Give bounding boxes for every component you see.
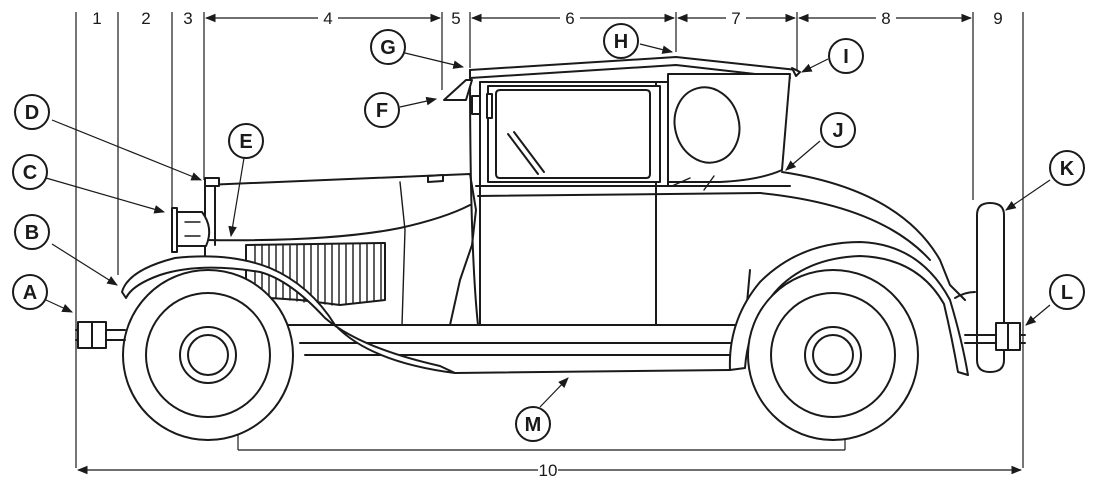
svg-text:B: B (25, 222, 39, 244)
radiator-cap (171, 207, 178, 253)
dimension-arrows (76, 13, 1023, 475)
callout-H: H (603, 23, 639, 59)
extension-lines (75, 12, 1024, 468)
rear-bumper (954, 202, 1026, 373)
svg-text:E: E (239, 131, 252, 153)
svg-text:L: L (1061, 282, 1073, 304)
dim-label-7: 7 (731, 9, 740, 28)
dim-label-6: 6 (565, 9, 574, 28)
cabin (469, 69, 479, 326)
callout-F: F (364, 92, 400, 128)
front-fender (121, 255, 456, 374)
svg-text:G: G (380, 37, 396, 59)
callouts: A B C D E F G H I J K L M (12, 23, 1085, 442)
callout-J: J (820, 112, 856, 148)
svg-text:F: F (376, 100, 388, 122)
svg-text:A: A (23, 282, 37, 304)
callout-K: K (1049, 150, 1085, 186)
dim-label-8: 8 (881, 9, 890, 28)
callout-B: B (14, 214, 50, 250)
rear-window (673, 86, 741, 164)
front-bumper (75, 321, 126, 349)
callout-G: G (370, 29, 406, 65)
callout-E: E (228, 123, 264, 159)
visor (443, 79, 473, 101)
svg-text:H: H (614, 31, 628, 53)
hood (204, 173, 477, 326)
svg-text:J: J (832, 120, 843, 142)
car-body (75, 56, 1026, 441)
louver-lines (254, 243, 382, 306)
callout-C: C (12, 154, 48, 190)
side-window (495, 89, 651, 179)
window-wiper (507, 131, 545, 175)
callout-I: I (828, 38, 864, 74)
dim-label-5: 5 (451, 9, 460, 28)
svg-text:K: K (1060, 158, 1075, 180)
rear-wheel (747, 269, 919, 441)
windshield-post (471, 95, 481, 115)
svg-text:M: M (525, 414, 542, 436)
dim-label-3: 3 (183, 9, 192, 28)
svg-text:C: C (23, 162, 37, 184)
dim-label-9: 9 (993, 9, 1002, 28)
svg-text:I: I (843, 46, 849, 68)
rear-fender (728, 241, 969, 376)
callout-M: M (515, 406, 551, 442)
leader-lines (45, 43, 1051, 408)
front-wheel (122, 269, 294, 441)
radiator-shell (176, 211, 211, 247)
svg-text:D: D (25, 102, 39, 124)
rear-deck (781, 171, 966, 301)
dim-label-10: 10 (539, 461, 558, 480)
callout-A: A (12, 274, 48, 310)
callout-D: D (14, 94, 50, 130)
dim-label-2: 2 (141, 9, 150, 28)
dim-label-1: 1 (92, 9, 101, 28)
dim-label-4: 4 (323, 9, 332, 28)
dimension-numbers: 1 2 3 4 5 6 7 8 9 10 (92, 9, 1002, 480)
callout-L: L (1049, 274, 1085, 310)
